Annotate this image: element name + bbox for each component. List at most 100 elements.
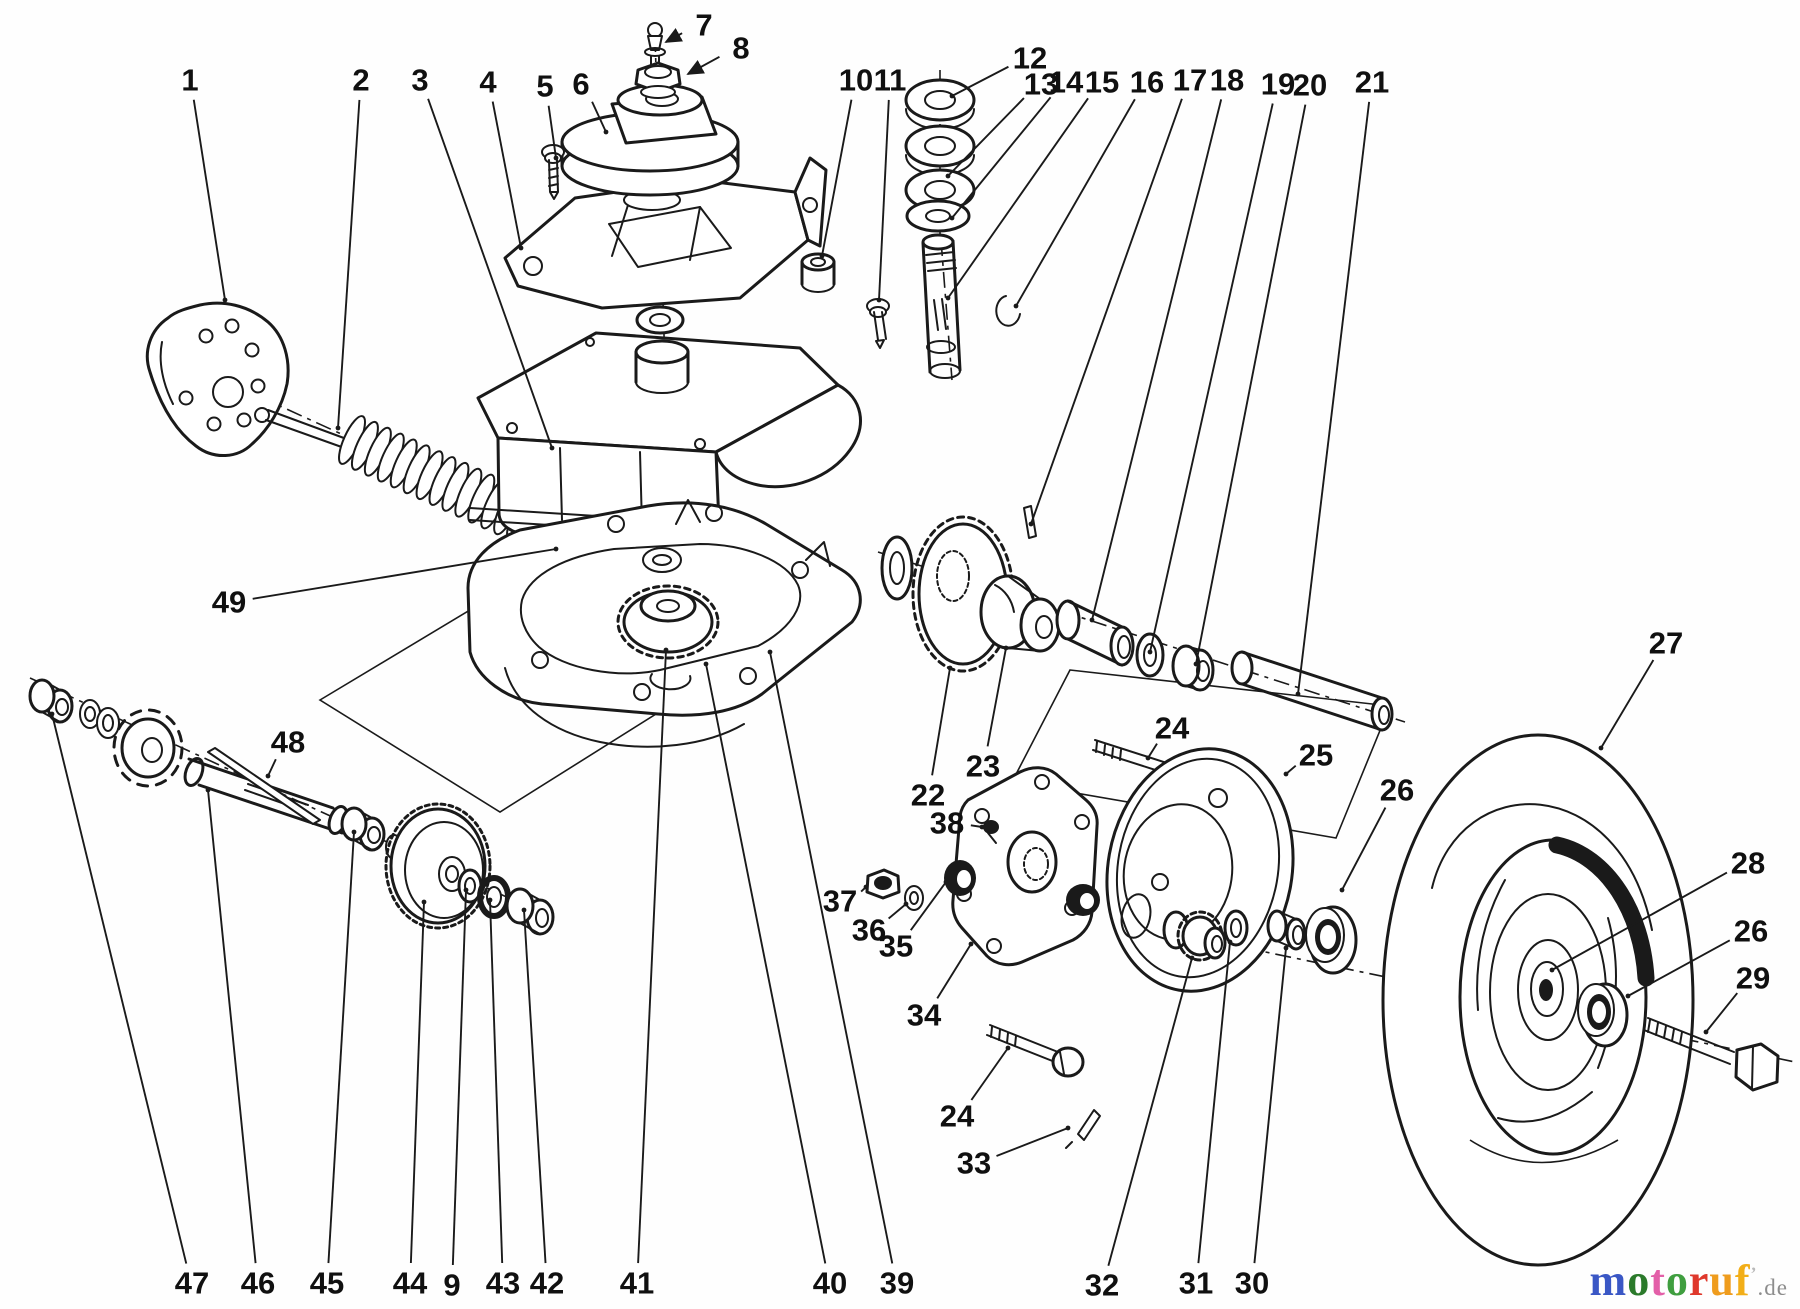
leader-line-9	[451, 889, 467, 1266]
diagram-line	[1211, 935, 1223, 953]
diagram-line	[1378, 705, 1390, 725]
diagram-line	[55, 698, 69, 716]
leader-line-29	[1705, 992, 1738, 1033]
diagram-line	[904, 78, 976, 122]
diagram-line	[120, 717, 176, 779]
diagram-line	[644, 65, 672, 79]
leader-dot	[205, 787, 211, 793]
diagram-line	[1292, 925, 1304, 945]
diagram-line	[1751, 1045, 1754, 1089]
diagram-line	[178, 390, 194, 406]
leader-line-47	[51, 713, 188, 1264]
sprocket-gear	[112, 708, 184, 788]
bracket-bolt	[541, 144, 565, 200]
spur-gear	[384, 802, 492, 930]
diagram-line	[1539, 979, 1553, 1001]
leader-dot	[1625, 993, 1631, 999]
diagram-line	[607, 515, 625, 533]
part-number-19: 19	[1261, 67, 1295, 102]
diagram-line	[649, 673, 692, 691]
diagram-line	[652, 554, 672, 566]
diagram-line	[1548, 836, 1655, 987]
diagram-line	[909, 891, 919, 905]
diagram-line	[925, 251, 957, 331]
part-number-47: 47	[175, 1266, 209, 1301]
bearing-stack	[904, 78, 976, 233]
part-number-10: 10	[839, 63, 873, 98]
leader-dot	[487, 897, 493, 903]
leader-line-4	[491, 101, 522, 249]
diagram-line	[1240, 650, 1384, 732]
ball-bearing-outer	[1305, 905, 1358, 975]
thrust-washer	[880, 535, 914, 601]
diagram-line	[705, 504, 723, 522]
diagram-line	[28, 678, 56, 714]
part-number-16: 16	[1130, 65, 1164, 100]
part-number-18: 18	[1210, 63, 1244, 98]
leader-dot	[767, 649, 773, 655]
leader-dot	[1283, 771, 1289, 777]
part-number-3: 3	[411, 63, 428, 98]
gear-shaft	[183, 757, 349, 835]
diagram-line	[1171, 644, 1201, 688]
part-number-13: 13	[1024, 67, 1058, 102]
leader-line-28	[1551, 871, 1728, 971]
filler-plug	[800, 252, 836, 293]
part-number-20: 20	[1293, 68, 1327, 103]
leader-dot	[819, 253, 825, 259]
leader-line-20	[1195, 104, 1307, 665]
leader-dot	[1549, 967, 1555, 973]
diagram-line	[986, 938, 1002, 954]
shaft-key	[207, 747, 321, 825]
part-number-32: 32	[1085, 1268, 1119, 1303]
diagram-line	[1120, 893, 1152, 939]
diagram-line	[611, 204, 701, 261]
diagram-line	[634, 339, 690, 365]
grease-fitting	[644, 22, 666, 67]
diagram-line	[694, 438, 706, 450]
end-cap	[28, 678, 74, 724]
diagram-line	[1592, 1001, 1606, 1023]
roller-sleeve	[1055, 599, 1135, 667]
washer-small	[904, 885, 924, 911]
watermark-letter: o	[1665, 1256, 1689, 1305]
diagram-line	[874, 876, 892, 890]
diagram-line	[1734, 1042, 1780, 1092]
leader-line-30	[1253, 947, 1287, 1264]
leader-dot	[876, 297, 882, 303]
diagram-line	[889, 551, 905, 585]
leader-dot	[463, 887, 469, 893]
diagram-line	[791, 561, 809, 579]
part-number-25: 25	[1299, 738, 1333, 773]
leader-dot	[1193, 661, 1199, 667]
leader-line-49	[252, 548, 557, 600]
diagram-line	[367, 826, 381, 844]
diagram-line	[995, 295, 1021, 327]
leader-dot	[222, 297, 228, 303]
leader-line-6	[591, 101, 607, 133]
diagram-line	[236, 412, 252, 428]
diagram-line	[929, 363, 961, 379]
spacer-bushing	[1171, 644, 1215, 692]
part-number-22: 22	[911, 778, 945, 813]
watermark-logo: motoruf’.de	[1590, 1259, 1788, 1303]
diagram-line	[1469, 1139, 1619, 1164]
leader-line-19	[1149, 103, 1274, 653]
leader-line-10	[821, 99, 853, 257]
leader-line-7	[664, 28, 683, 43]
diagram-line	[1143, 643, 1157, 667]
part-number-11: 11	[874, 63, 907, 98]
leader-line-12	[951, 65, 1009, 97]
diagram-line	[649, 313, 671, 327]
diagram-line	[640, 85, 676, 99]
part-number-17: 17	[1173, 63, 1207, 98]
idler-arm-plate	[145, 301, 353, 458]
diagram-line	[520, 543, 802, 675]
housing-screw	[866, 298, 890, 349]
dowel-pin	[1065, 1109, 1101, 1149]
leader-dot	[1189, 955, 1195, 961]
leader-line-26	[1627, 939, 1731, 997]
part-number-24: 24	[940, 1099, 975, 1134]
diagram-line	[642, 547, 682, 573]
